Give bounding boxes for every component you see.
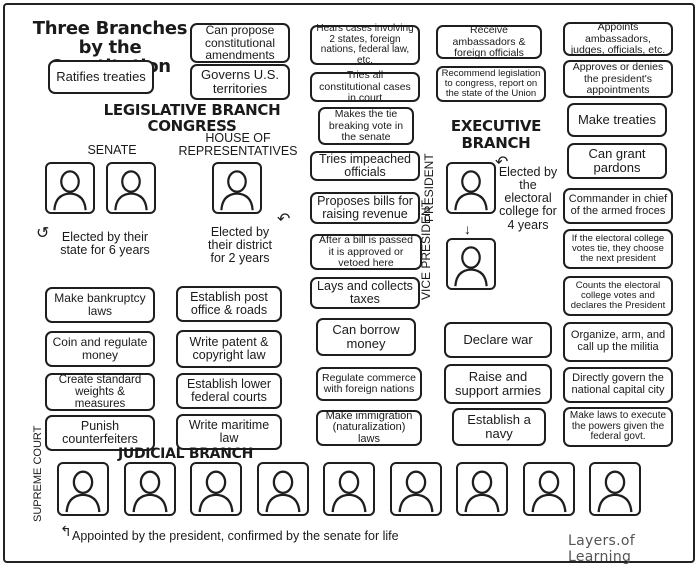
person-icon	[331, 470, 367, 513]
card-raise-armies: Raise and support armies	[444, 364, 552, 404]
curved-arrow-icon: ↰	[60, 523, 72, 539]
card-bankruptcy: Make bankruptcy laws	[45, 287, 155, 323]
person-icon	[597, 470, 633, 513]
card-post-office: Establish post office & roads	[176, 286, 282, 322]
justice-avatar	[589, 462, 641, 516]
card-maritime-law: Write maritime law	[176, 414, 282, 450]
president-avatar	[446, 162, 496, 214]
justice-avatar	[522, 462, 575, 516]
senate-label: SENATE	[87, 143, 137, 157]
card-propose-amendments: Can propose constitutional amendments	[190, 23, 290, 63]
person-icon	[132, 470, 167, 513]
card-lower-courts: Establish lower federal courts	[176, 373, 282, 409]
person-icon	[398, 470, 433, 513]
card-bill-approved-vetoed: After a bill is passed it is approved or…	[310, 234, 422, 270]
justice-avatar	[323, 462, 375, 516]
person-icon	[220, 170, 254, 211]
card-patent-copyright: Write patent & copyright law	[176, 330, 282, 368]
card-make-treaties: Make treaties	[567, 103, 667, 137]
justice-avatar	[123, 462, 176, 516]
card-impeached-officials: Tries impeached officials	[310, 151, 420, 181]
justice-avatar	[57, 462, 109, 516]
supreme-court-label: SUPREME COURT	[32, 425, 44, 522]
card-commander-in-chief: Commander in chief of the armed froces	[563, 188, 673, 224]
down-arrow-icon: ↓	[464, 221, 471, 237]
senator-avatar	[45, 162, 95, 214]
card-weights-measures: Create standard weights & measures	[45, 373, 155, 411]
justice-avatar	[389, 462, 442, 516]
card-appoints-officials: Appoints ambassadors, judges, officials,…	[563, 22, 673, 56]
house-note: Elected by their district for 2 years	[208, 225, 272, 266]
card-declare-war: Declare war	[444, 322, 552, 358]
card-taxes: Lays and collects taxes	[310, 277, 420, 309]
vice-president-avatar	[446, 238, 496, 290]
card-foreign-commerce: Regulate commerce with foreign nations	[316, 367, 422, 401]
congress-heading: CONGRESS	[147, 117, 237, 135]
person-icon	[464, 470, 500, 513]
card-tie-breaking-vote: Makes the tie breaking vote in the senat…	[318, 107, 414, 145]
card-execute-powers: Make laws to execute the powers given th…	[563, 407, 673, 447]
card-receive-ambassadors: Receive ambassadors & foreign officials	[436, 25, 542, 59]
legislative-heading: LEGISLATIVE BRANCH	[103, 101, 281, 119]
person-icon	[265, 470, 300, 513]
person-icon	[65, 470, 101, 513]
justice-avatar	[456, 462, 508, 516]
person-icon	[531, 470, 566, 513]
card-coin-money: Coin and regulate money	[45, 331, 155, 367]
card-hears-cases: Hears cases involving 2 states, foreign …	[310, 23, 420, 65]
executive-heading: EXECUTIVE BRANCH	[450, 117, 542, 152]
card-revenue-bills: Proposes bills for raising revenue	[310, 192, 420, 224]
senator-avatar	[106, 162, 156, 214]
card-grant-pardons: Can grant pardons	[567, 143, 667, 179]
card-establish-navy: Establish a navy	[452, 408, 546, 446]
person-icon	[454, 170, 488, 211]
card-approves-appointments: Approves or denies the president's appoi…	[563, 60, 673, 98]
card-electoral-tie: If the electoral college votes tie, they…	[563, 229, 673, 269]
representative-avatar	[212, 162, 262, 214]
curved-arrow-icon: ↶	[495, 154, 509, 171]
curved-arrow-icon: ↶	[277, 211, 291, 228]
card-recommend-legislation: Recommend legislation to congress, repor…	[436, 66, 546, 102]
senate-note: Elected by their state for 6 years	[60, 230, 150, 258]
card-constitutional-cases: Tries all constitutional cases in court	[310, 70, 420, 103]
card-governs-territories: Governs U.S. territories	[190, 64, 290, 100]
vice-president-label: VICE PRESIDENT	[419, 199, 433, 300]
person-icon	[53, 170, 87, 211]
card-national-capital: Directly govern the national capital cit…	[563, 367, 673, 403]
brand-logo: Layers.of Learning	[568, 533, 635, 565]
person-icon	[454, 246, 488, 287]
president-note: Elected by the electoral college for 4 y…	[498, 165, 558, 232]
curved-arrow-icon: ↺	[36, 225, 50, 242]
judicial-heading: JUDICIAL BRANCH	[118, 446, 254, 462]
person-icon	[114, 170, 148, 211]
card-counterfeiters: Punish counterfeiters	[45, 415, 155, 451]
card-borrow-money: Can borrow money	[316, 318, 416, 356]
justice-avatar	[190, 462, 242, 516]
person-icon	[198, 470, 234, 513]
card-counts-votes: Counts the electoral college votes and d…	[563, 276, 673, 316]
page-frame	[3, 3, 695, 563]
card-ratifies-treaties: Ratifies treaties	[48, 60, 154, 94]
card-immigration-laws: Make immigration (naturalization) laws	[316, 410, 422, 446]
house-label: HOUSE OF REPRESENTATIVES	[178, 131, 298, 159]
card-militia: Organize, arm, and call up the militia	[563, 322, 673, 362]
justice-avatar	[256, 462, 309, 516]
judicial-note: Appointed by the president, confirmed by…	[72, 529, 399, 543]
